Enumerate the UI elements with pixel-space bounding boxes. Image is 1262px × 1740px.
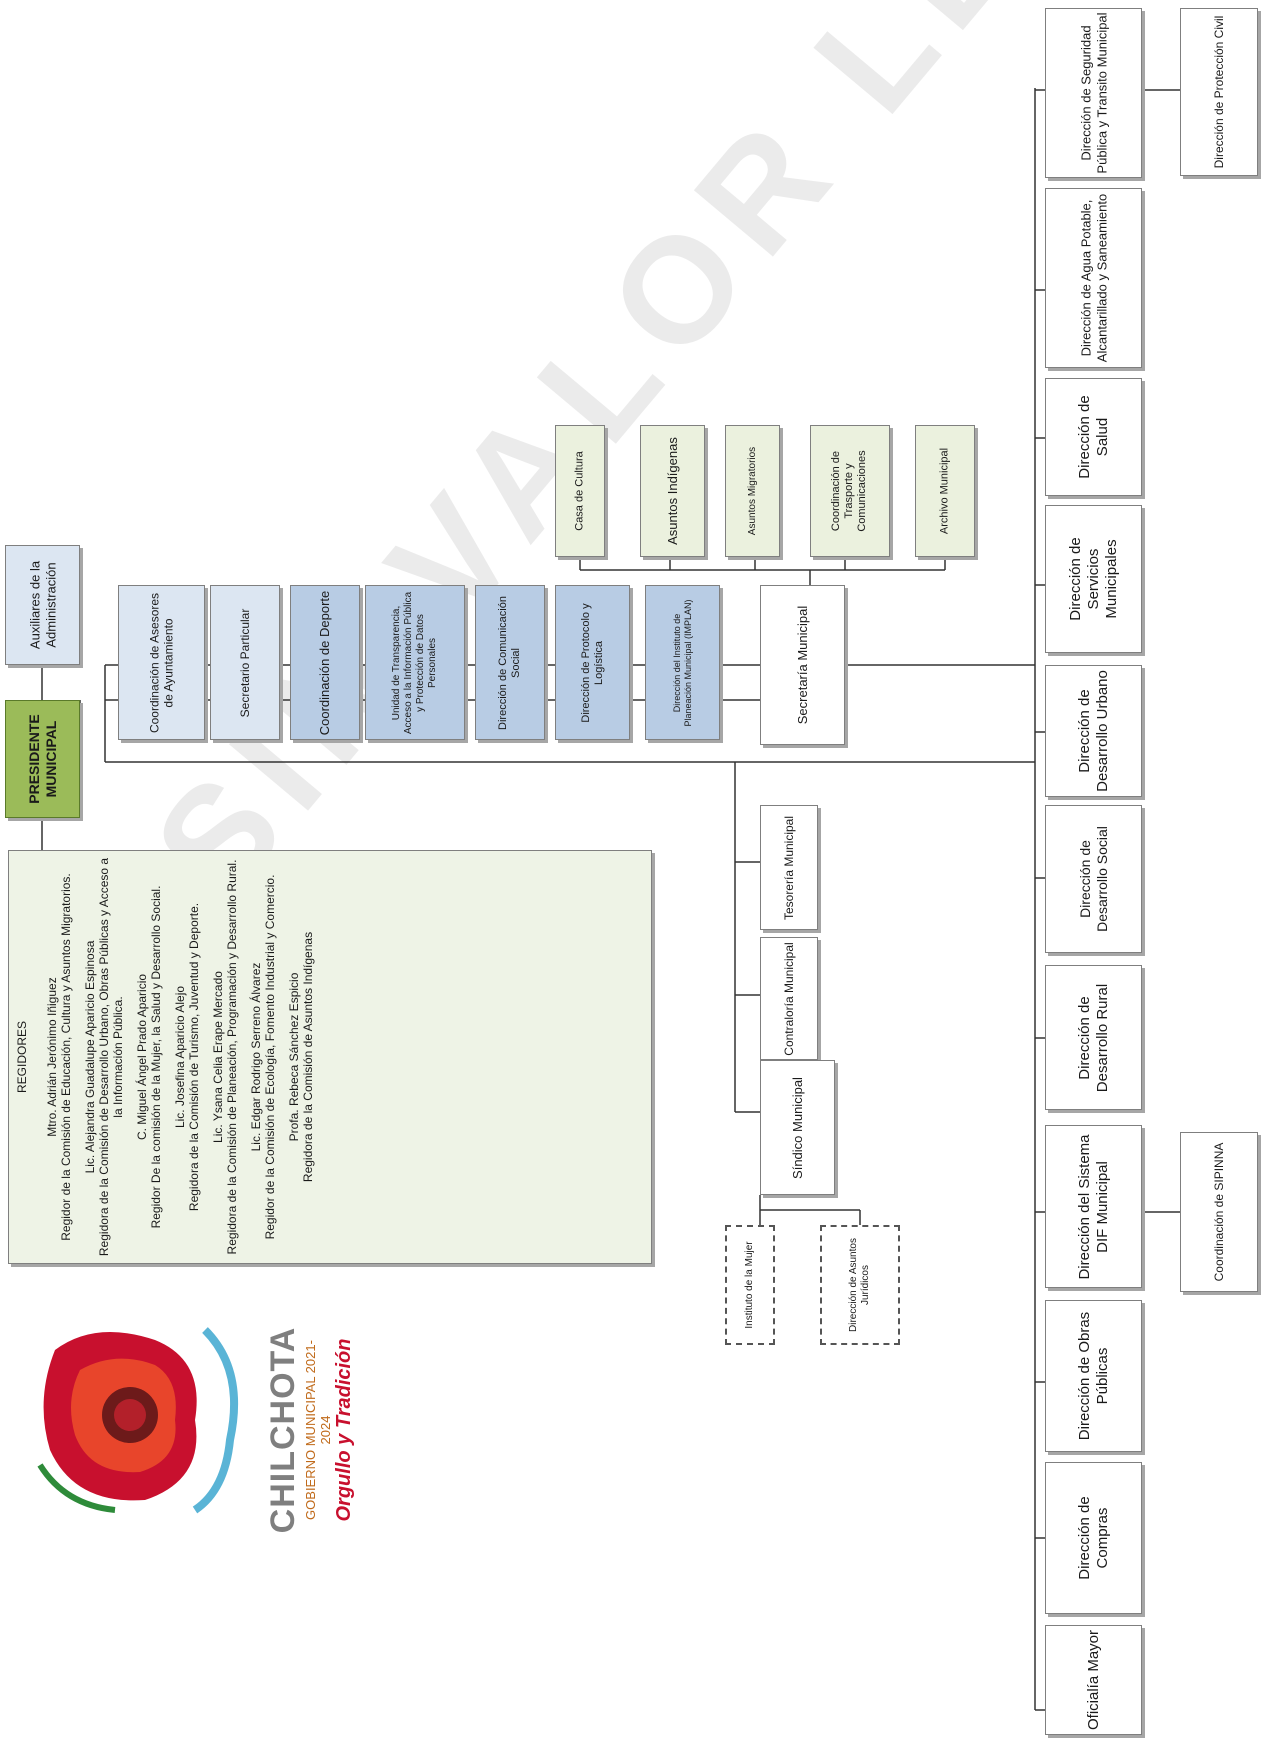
chilchota-logo: CHILCHOTA GOBIERNO MUNICIPAL 2021-2024 O… <box>20 1300 370 1560</box>
regidor-name: Lic. Alejandra Guadalupe Aparicio Espino… <box>83 940 97 1174</box>
direccion-agua-potable: Dirección de Agua Potable, Alcantarillad… <box>1045 188 1142 368</box>
regidor-name: C. Miguel Ángel Prado Aparicio <box>135 973 149 1141</box>
staff-unit-label: Coordinación de Deporte <box>317 590 333 735</box>
direccion-dif: Dirección del Sistema DIF Municipal <box>1045 1125 1142 1288</box>
direccion-label: Dirección de Salud <box>1075 395 1111 479</box>
staff-unit-label: Dirección de Comunicación Social <box>496 595 522 730</box>
staff-unit-label: Dirección del Instituto de Planeación Mu… <box>671 598 693 727</box>
direccion-desarrollo-urbano: Dirección de Desarrollo Urbano <box>1045 665 1142 797</box>
sipinna-box: Coordinación de SIPINNA <box>1180 1132 1258 1292</box>
proteccion-civil-box: Dirección de Protección Civil <box>1180 8 1258 176</box>
secretaria-label: Secretaría Municipal <box>794 605 810 725</box>
staff-unit-label: Secretario Particular <box>237 608 252 717</box>
sec-unit-label: Asuntos Indígenas <box>664 437 680 545</box>
logo-subtitle: GOBIERNO MUNICIPAL 2021-2024 <box>303 1340 333 1520</box>
direccion-label: Dirección de Agua Potable, Alcantarillad… <box>1077 193 1109 363</box>
logo-emblem-icon <box>37 1327 239 1514</box>
proteccion-civil-label: Dirección de Protección Civil <box>1211 15 1226 169</box>
regidor-name: Lic. Edgar Rodrigo Serreno Álvarez <box>249 962 263 1152</box>
direccion-compras: Dirección de Compras <box>1045 1462 1142 1614</box>
staff-unit-comunicacion-social: Dirección de Comunicación Social <box>475 585 545 740</box>
direccion-label: Dirección de Servicios Municipales <box>1066 537 1120 621</box>
contraloria-box: Contraloría Municipal <box>760 937 818 1060</box>
contraloria-label: Contraloría Municipal <box>781 941 796 1056</box>
direccion-label: Dirección de Desarrollo Urbano <box>1075 670 1111 792</box>
regidor-commission: Regidora de la Comisión de Desarrollo Ur… <box>97 857 125 1257</box>
staff-unit-label: Coordinación de Asesores de Ayuntamiento <box>147 592 176 733</box>
regidor-commission: Regidor De la comisión de la Mujer, la S… <box>149 885 163 1229</box>
regidores-title: REGIDORES <box>15 1021 29 1094</box>
direccion-servicios: Dirección de Servicios Municipales <box>1045 505 1142 653</box>
regidor-name: Mtro. Adrián Jerónimo Iñiguez <box>45 977 59 1137</box>
direccion-label: Dirección de Compras <box>1075 1496 1111 1580</box>
sec-unit-label: Casa de Cultura <box>573 451 586 531</box>
president-box: PRESIDENTE MUNICIPAL <box>5 700 80 818</box>
regidores-content: REGIDORES Mtro. Adrián Jerónimo Iñiguez … <box>15 857 645 1257</box>
direccion-label: Oficialía Mayor <box>1084 1629 1102 1731</box>
staff-unit-protocolo: Dirección de Protocolo y Logística <box>555 585 630 740</box>
regidor-commission: Regidor de la Comisión de Educación, Cul… <box>59 873 73 1241</box>
president-label: PRESIDENTE MUNICIPAL <box>25 714 59 804</box>
direccion-label: Dirección de Desarrollo Social <box>1076 826 1110 932</box>
direccion-desarrollo-rural: Dirección de Desarrollo Rural <box>1045 965 1142 1110</box>
staff-unit-asesores: Coordinación de Asesores de Ayuntamiento <box>118 585 205 740</box>
direccion-label: Dirección de Seguridad Pública y Transit… <box>1077 12 1109 174</box>
instituto-mujer-box: Instituto de la Mujer <box>725 1225 775 1345</box>
direccion-seguridad: Dirección de Seguridad Pública y Transit… <box>1045 8 1142 178</box>
regidores-panel: REGIDORES Mtro. Adrián Jerónimo Iñiguez … <box>8 850 652 1264</box>
regidor-name: Profa. Rebeca Sánchez Espicio <box>287 972 301 1142</box>
direccion-oficialia: Oficialía Mayor <box>1045 1625 1142 1735</box>
direccion-label: Dirección de Desarrollo Rural <box>1075 983 1111 1092</box>
sec-unit-label: Archivo Municipal <box>938 447 951 535</box>
asuntos-juridicos-box: Dirección de Asuntos Jurídicos <box>820 1225 900 1345</box>
regidor-commission: Regidora de la Comisión de Planeación, P… <box>225 859 239 1255</box>
sindico-box: Síndico Municipal <box>760 1060 835 1195</box>
staff-unit-label: Unidad de Transparencia, Acceso a la Inf… <box>391 591 438 734</box>
sec-unit-migratorios: Asuntos Migratorios <box>725 425 780 557</box>
sec-unit-indigenas: Asuntos Indígenas <box>640 425 705 557</box>
sindico-unit-label: Instituto de la Mujer <box>744 1241 755 1329</box>
direccion-label: Dirección de Obras Públicas <box>1075 1311 1111 1441</box>
sec-unit-archivo: Archivo Municipal <box>915 425 975 557</box>
regidor-commission: Regidora de la Comisión de Turismo, Juve… <box>187 902 201 1212</box>
direccion-desarrollo-social: Dirección de Desarrollo Social <box>1045 805 1142 953</box>
regidor-commission: Regidor de la Comisión de Ecología, Fome… <box>263 874 277 1240</box>
logo-text-block: CHILCHOTA GOBIERNO MUNICIPAL 2021-2024 O… <box>264 1327 356 1534</box>
regidor-name: Lic. Josefina Aparicio Alejo <box>173 985 187 1129</box>
staff-unit-implan: Dirección del Instituto de Planeación Mu… <box>645 585 720 740</box>
tesoreria-label: Tesorería Municipal <box>781 815 796 920</box>
secretaria-municipal-box: Secretaría Municipal <box>760 585 845 745</box>
staff-unit-transparencia: Unidad de Transparencia, Acceso a la Inf… <box>365 585 465 740</box>
sipinna-label: Coordinación de SIPINNA <box>1211 1142 1226 1282</box>
sindico-label: Síndico Municipal <box>789 1076 805 1179</box>
logo-title: CHILCHOTA <box>264 1326 302 1534</box>
direccion-obras: Dirección de Obras Públicas <box>1045 1300 1142 1452</box>
regidor-commission: Regidora de la Comisión de Asuntos Indíg… <box>301 931 315 1183</box>
regidor-name: Lic. Ysana Celia Erape Mercado <box>211 971 225 1143</box>
logo-slogan: Orgullo y Tradición <box>333 1338 355 1522</box>
sec-unit-transporte: Coordinación de Trasporte y Comunicacion… <box>810 425 890 557</box>
direccion-salud: Dirección de Salud <box>1045 378 1142 496</box>
staff-unit-deporte: Coordinación de Deporte <box>290 585 360 740</box>
sec-unit-cultura: Casa de Cultura <box>555 425 605 557</box>
tesoreria-box: Tesorería Municipal <box>760 805 818 930</box>
auxiliares-label: Auxiliares de la Administración <box>26 560 58 650</box>
staff-unit-secretario-particular: Secretario Particular <box>210 585 280 740</box>
auxiliares-box: Auxiliares de la Administración <box>5 545 80 665</box>
sec-unit-label: Coordinación de Trasporte y Comunicacion… <box>830 450 869 532</box>
sec-unit-label: Asuntos Migratorios <box>746 446 758 536</box>
direccion-label: Dirección del Sistema DIF Municipal <box>1075 1133 1111 1280</box>
staff-unit-label: Dirección de Protocolo y Logística <box>579 602 605 723</box>
sindico-unit-label: Dirección de Asuntos Jurídicos <box>848 1238 871 1332</box>
